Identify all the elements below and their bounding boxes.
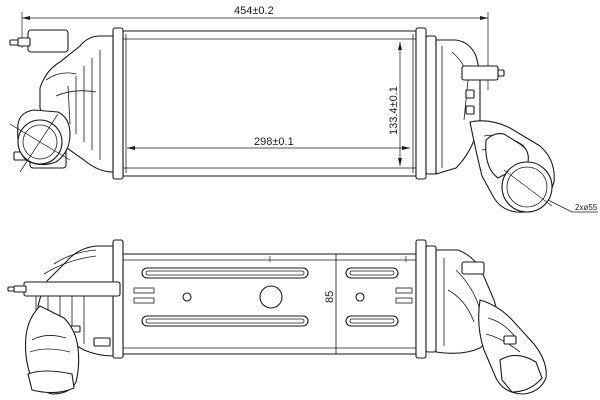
- core-height-label: 133.4±0.1: [388, 86, 400, 135]
- right-tank-top: [435, 39, 505, 175]
- left-pipe-end-top: [9, 109, 71, 173]
- core-block-side: 85: [122, 253, 417, 355]
- side-depth-label: 85: [324, 291, 336, 303]
- top-view: 454±0.2 298±0.1 133.4±0.1: [9, 4, 598, 213]
- right-pipe-top: 2xø55: [469, 120, 598, 213]
- core-block-top: 298±0.1 133.4±0.1: [122, 30, 417, 177]
- core-width-label: 298±0.1: [254, 136, 294, 148]
- overall-width-dimension: 454±0.2: [21, 4, 489, 90]
- side-view: 85: [7, 239, 547, 395]
- overall-width-label: 454±0.2: [234, 5, 274, 17]
- left-pipe-side: [24, 305, 80, 395]
- right-pipe-side: [478, 299, 547, 395]
- pipe-diameter-label: 2xø55: [575, 203, 598, 212]
